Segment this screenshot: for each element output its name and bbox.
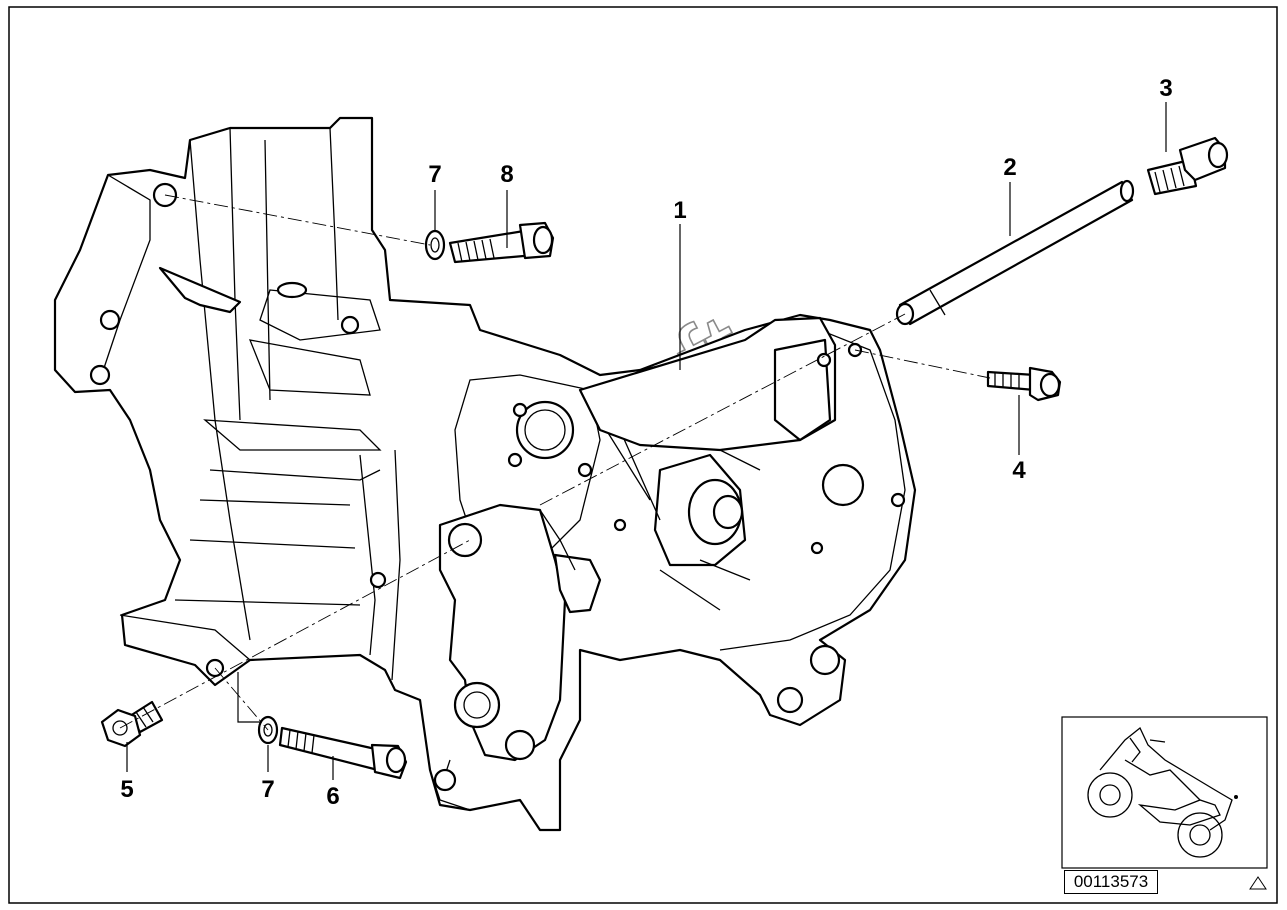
callout-7-top: 7 — [428, 161, 441, 188]
callout-3: 3 — [1159, 75, 1172, 102]
callout-labels: 1 2 3 4 5 6 7 7 8 — [120, 75, 1172, 810]
callout-6: 6 — [326, 783, 339, 810]
callout-4: 4 — [1012, 457, 1026, 484]
bolt-8 — [448, 221, 555, 264]
bolt-6 — [278, 726, 408, 780]
leader-lines — [126, 102, 1167, 780]
triangle-icon — [1249, 876, 1267, 890]
socket-screw-5 — [100, 700, 164, 748]
callout-1: 1 — [673, 197, 686, 224]
motorcycle-thumbnail — [1061, 716, 1268, 869]
reference-number: 00113573 — [1064, 870, 1158, 894]
callout-5: 5 — [120, 776, 133, 803]
cap-screw-3 — [1146, 136, 1229, 196]
diagram-frame — [8, 6, 1278, 904]
gearbox-housing — [53, 116, 917, 832]
long-bolt-rod — [895, 179, 1135, 326]
callout-8: 8 — [500, 161, 513, 188]
callout-2: 2 — [1003, 154, 1016, 181]
callout-7-bottom: 7 — [261, 776, 274, 803]
assembly-axes — [119, 194, 991, 731]
flange-bolt-4 — [986, 366, 1062, 402]
